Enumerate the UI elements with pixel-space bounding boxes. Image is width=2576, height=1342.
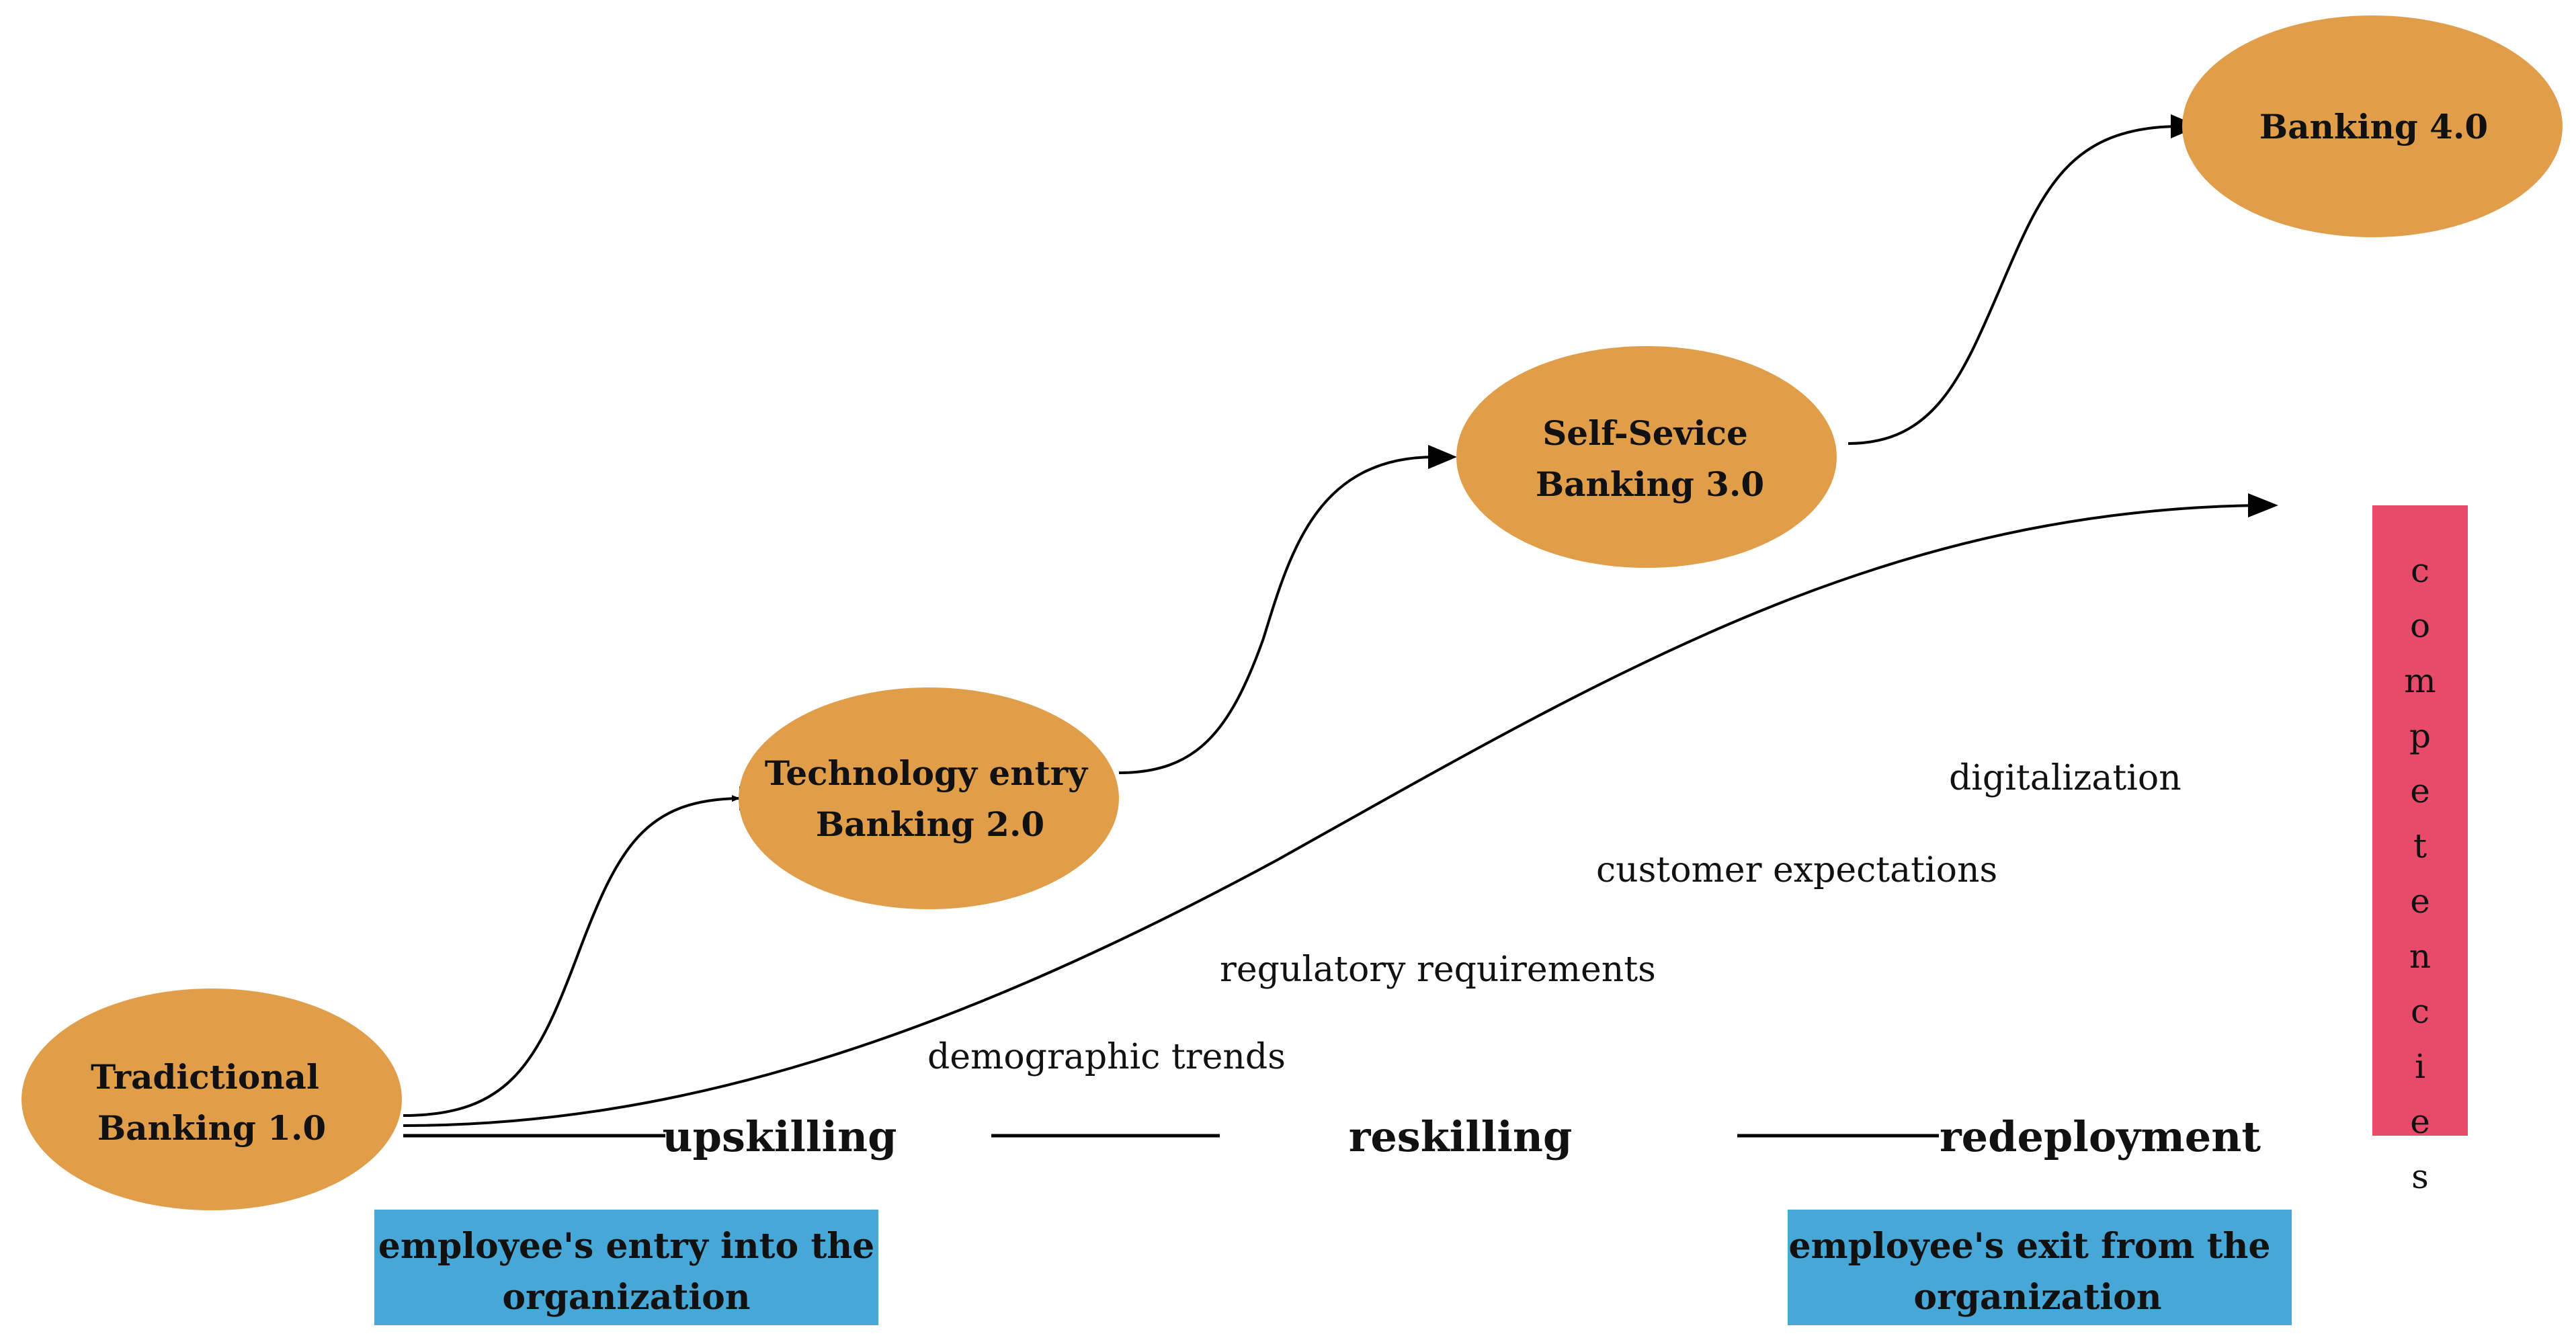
stage-label-line1: Tradictional	[91, 1057, 319, 1097]
arrowhead-icon	[1428, 445, 1457, 469]
factor-demographic-trends: demographic trends	[927, 1037, 1286, 1077]
stage-label: Banking 4.0	[2259, 107, 2488, 146]
entry-box-line2: organization	[502, 1277, 750, 1318]
exit-box: employee's exit from the organization	[1788, 1210, 2292, 1325]
stage-ellipse	[1456, 346, 1837, 568]
entry-box-line1: employee's entry into the	[378, 1226, 875, 1267]
entry-box-background	[374, 1210, 878, 1325]
arrow-stage2-to-stage3	[1118, 456, 1436, 774]
entry-box: employee's entry into the organization	[374, 1210, 878, 1325]
competencies-bar-background	[2372, 505, 2468, 1136]
stage-self-service: Self-Sevice Banking 3.0	[1456, 346, 1837, 568]
stage-label-line1: Self-Sevice	[1542, 413, 1748, 453]
process-reskilling: reskilling	[1349, 1112, 1573, 1161]
factor-regulatory-requirements: regulatory requirements	[1220, 950, 1656, 990]
stage-label-line2: Banking 1.0	[97, 1108, 326, 1148]
exit-box-line2: organization	[1913, 1277, 2161, 1318]
factor-digitalization: digitalization	[1949, 758, 2182, 798]
exit-box-line1: employee's exit from the	[1788, 1226, 2270, 1267]
stage-ellipse	[2182, 15, 2563, 237]
process-redeployment: redeployment	[1940, 1112, 2261, 1161]
arrow-competency-growth	[403, 504, 2259, 1127]
stage-label-line2: Banking 3.0	[1536, 464, 1764, 504]
stage-banking-4: Banking 4.0	[2182, 15, 2563, 237]
arrow-stage3-to-stage4	[1847, 125, 2178, 445]
process-upskilling: upskilling	[663, 1112, 897, 1161]
arrowhead-icon	[2248, 493, 2278, 517]
stage-ellipse	[22, 989, 402, 1210]
stage-ellipse	[739, 687, 1119, 909]
exit-box-background	[1788, 1210, 2292, 1325]
arrow-stage1-to-stage2	[403, 795, 740, 1117]
stage-technology-entry: Technology entry Banking 2.0	[739, 687, 1119, 909]
stage-label-line2: Banking 2.0	[816, 804, 1044, 844]
stage-label-line1: Technology entry	[765, 753, 1089, 793]
competencies-label: competencies	[2401, 551, 2440, 1212]
factor-customer-expectations: customer expectations	[1596, 850, 1997, 890]
stage-traditional-banking: Tradictional Banking 1.0	[22, 989, 402, 1210]
competencies-bar: competencies	[2372, 505, 2468, 1212]
